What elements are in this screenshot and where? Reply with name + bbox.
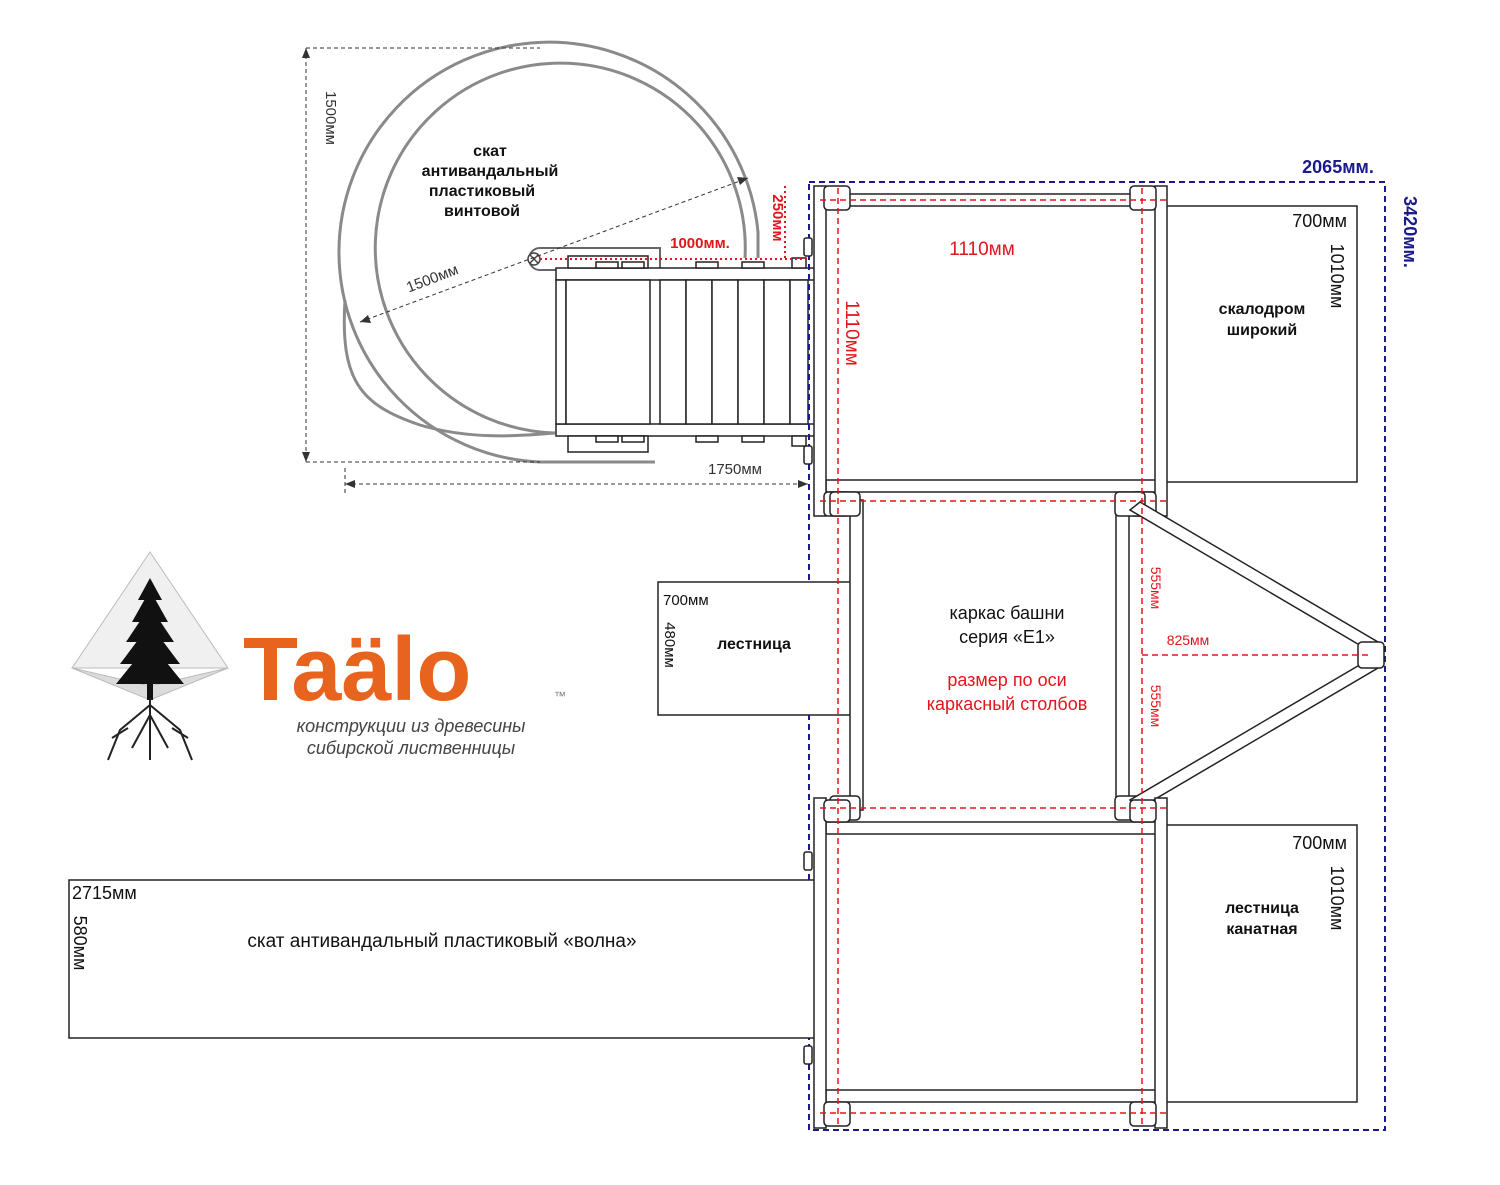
frame-middle-tower [829,491,1146,821]
ladder-width-label: 700мм [663,592,709,609]
overall-width-label: 2065мм. [1302,157,1374,177]
brand-logo: Taälo ™ конструкции из древесины сибирск… [71,551,566,761]
platform-offset-label: 250мм [769,194,786,241]
tower-half-bottom-label: 555мм [1148,685,1164,728]
tower-note-line-2: каркасный столбов [927,694,1088,714]
spiral-slide-label-line-4: винтовой [444,203,520,220]
triangle-apex-post [1357,641,1385,669]
tower-label-line-1: каркас башни [950,603,1065,623]
climbing-wall-box [1163,205,1358,483]
spiral-slide-label-line-3: пластиковый [429,183,535,200]
rope-ladder-box [1163,824,1358,1103]
top-module-height-label: 1110мм [841,300,862,366]
tree-emblem [71,551,229,761]
spiral-diameter-label: 1500мм [404,261,461,296]
stair-steps [659,279,809,425]
tower-note-line-1: размер по оси [947,670,1066,690]
rope-ladder-label-line-2: канатная [1226,921,1297,938]
spiral-slide-outer-edge [337,40,760,464]
spiral-dimensions [305,47,808,495]
overall-length-label: 3420мм. [1400,196,1420,268]
brand-tagline-line-2: сибирской лиственницы [307,738,515,758]
stair-top-blocks [567,255,807,269]
rope-ladder-width-label: 700мм [1292,833,1347,853]
spiral-slide-label-line-2: антивандальный [422,163,559,180]
climbing-wall-label-line-2: широкий [1227,322,1297,339]
climbing-wall-label-line-1: скалодром [1219,301,1306,318]
accessory-boxes [68,205,1358,1103]
spiral-slide-inner-edge [373,61,747,435]
brand-wordmark: Taälo [243,620,471,720]
tower-label-line-2: серия «Е1» [959,627,1055,647]
stair-top-rail [555,267,825,281]
slide-stair-block [555,255,825,453]
brand-trademark: ™ [554,689,566,703]
wave-slide-box [68,879,822,1039]
tower-half-top-label: 555мм [1148,567,1164,610]
stair-bottom-blocks [567,435,807,453]
rope-ladder-label-line-1: лестница [1225,900,1299,917]
tower-triangle [1128,501,1385,809]
climbing-wall-width-label: 700мм [1292,211,1347,231]
rope-ladder-length-label: 1010мм [1327,866,1347,931]
wave-slide-width-label: 580мм [70,916,90,971]
ladder-box [657,581,853,716]
wave-slide-length-label: 2715мм [72,883,137,903]
axis-lines [820,188,1372,1126]
stair-bottom-rail [555,423,825,437]
wave-slide-label: скат антивандальный пластиковый «волна» [247,931,636,952]
brand-tagline-line-1: конструкции из древесины [297,716,526,736]
spiral-dimension-arrows [302,48,808,488]
top-module-width-label: 1110мм [949,239,1015,260]
spiral-width-label: 1750мм [708,461,762,478]
spiral-height-label: 1500мм [322,91,339,145]
triangle-depth-label: 825мм [1167,632,1210,648]
spiral-slide-bottom-curl [342,299,556,438]
stair-landing [565,279,651,425]
frame-bottom-module [803,797,1168,1129]
climbing-wall-length-label: 1010мм [1327,244,1347,309]
platform-length-label: 1000мм. [670,235,730,252]
spiral-red-dimensions [540,186,808,260]
ladder-depth-label: 480мм [661,622,678,668]
slide-entry-marker [527,252,541,266]
spiral-slide-label-line-1: скат [473,143,507,160]
ladder-label: лестница [717,636,791,653]
stair-left-stringer [555,279,567,425]
